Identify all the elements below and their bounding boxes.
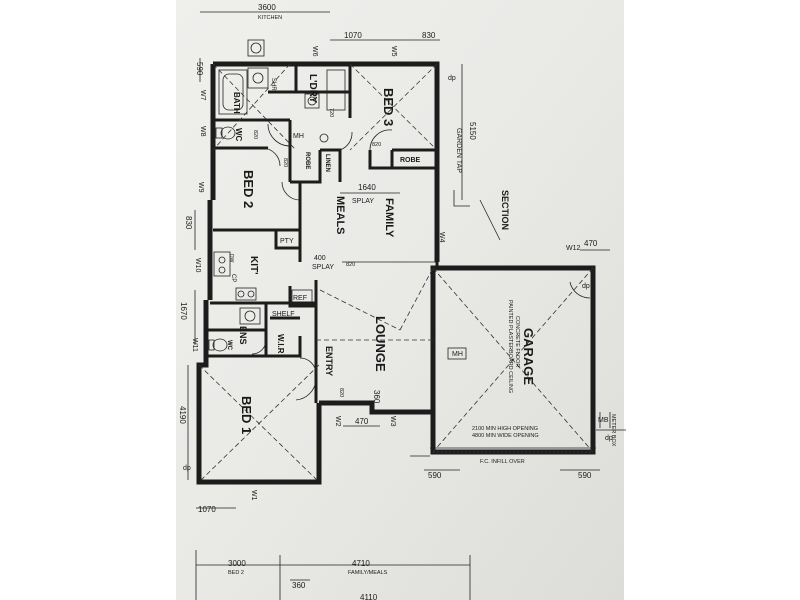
door-820-c: 820 xyxy=(338,388,344,397)
dim-1670: 1670 xyxy=(179,302,188,320)
dim-400: 400 xyxy=(314,255,326,262)
note-section: SECTION xyxy=(500,190,510,230)
room-entry: ENTRY xyxy=(324,346,334,376)
door-820-a: 820 xyxy=(372,142,381,148)
window-w2: W2 xyxy=(334,416,341,427)
room-bed3: BED 3 xyxy=(381,88,396,126)
window-tags: W1 W2 W3 W4 W5 W6 W7 W8 W9 W10 W11 W12 xyxy=(191,46,581,501)
room-wir: W.I.R xyxy=(276,334,285,354)
note-splay1: SPLAY xyxy=(352,198,374,205)
room-robe1: ROBE xyxy=(304,152,310,169)
next-plan-fragment xyxy=(195,550,471,600)
dim-3600: 3600 xyxy=(258,3,276,12)
room-wc2: WC xyxy=(226,340,232,351)
room-lounge: LOUNGE xyxy=(373,316,388,372)
door-820-d: 820 xyxy=(346,262,355,268)
room-kit: KIT' xyxy=(248,256,259,275)
exterior-walls xyxy=(196,61,596,485)
dim-360-bottom: 360 xyxy=(292,581,306,590)
window-w4: W4 xyxy=(438,232,445,243)
note-dp2: dp xyxy=(582,283,590,290)
dimension-labels: 3600 1070 830 590 5150 1640 830 400 470 … xyxy=(178,3,598,600)
dim-830-left: 830 xyxy=(184,216,193,230)
note-bottom-bed2: BED 2 xyxy=(228,570,244,576)
roof-hip-lines xyxy=(198,63,594,483)
window-w11: W11 xyxy=(191,338,198,352)
room-bed2: BED 2 xyxy=(241,170,256,208)
note-garage-floor: CONCRETE FLOOR xyxy=(514,316,520,367)
note-mb: MB xyxy=(598,417,609,424)
note-dp4: dp xyxy=(605,435,613,442)
garage-hatch xyxy=(410,412,626,457)
door-820-e: 820 xyxy=(252,130,258,139)
note-dp1: dp xyxy=(448,75,456,82)
dim-470-right: 470 xyxy=(584,239,598,248)
note-meter: METER BOX xyxy=(610,414,616,447)
note-opening2: 4800 MIN WIDE OPENING xyxy=(472,433,539,439)
dim-590-b: 590 xyxy=(578,471,592,480)
window-w5: W5 xyxy=(390,46,397,57)
window-w6: W6 xyxy=(311,46,318,57)
plan-notes: SPLAY SPLAY SECTION GARDEN TAP CONCRETE … xyxy=(183,15,616,576)
window-w7: W7 xyxy=(199,90,206,101)
note-garage-ceiling: PAINTED PLASTERBOARD CEILING xyxy=(507,300,513,393)
room-wc1: WC xyxy=(234,128,243,142)
note-opening1: 2100 MIN HIGH OPENING xyxy=(472,426,538,432)
dim-1640: 1640 xyxy=(358,183,376,192)
window-w1: W1 xyxy=(250,490,257,501)
room-linen: LINEN xyxy=(324,154,330,172)
room-pty: PTY xyxy=(280,238,294,245)
dim-470-bottom: 470 xyxy=(355,417,369,426)
room-mh1: MH xyxy=(293,133,304,140)
dim-3000: 3000 xyxy=(228,559,246,568)
window-w10: W10 xyxy=(194,258,201,273)
dim-590-left: 590 xyxy=(195,62,204,76)
note-infill: F.C. INFILL OVER xyxy=(480,459,525,465)
label-dw: DW xyxy=(228,254,234,263)
note-splay2: SPLAY xyxy=(312,264,334,271)
door-720: 720 xyxy=(328,108,334,117)
label-shr: SHR xyxy=(270,78,276,91)
note-top-kitchen: KITCHEN xyxy=(258,15,282,21)
room-shelf: SHELF xyxy=(272,311,295,318)
dim-590-a: 590 xyxy=(428,471,442,480)
note-dp3: dp xyxy=(183,465,191,472)
note-bottom-family: FAMILY/MEALS xyxy=(348,570,388,576)
dim-360: 360 xyxy=(372,390,381,404)
dimension-lines xyxy=(187,11,610,566)
room-garage: GARAGE xyxy=(521,328,536,385)
dim-4710: 4710 xyxy=(352,559,370,568)
dim-4190: 4190 xyxy=(178,406,187,424)
room-ldry: L'DRY xyxy=(307,74,318,104)
note-garden-tap: GARDEN TAP xyxy=(455,128,462,173)
room-bath: BATH xyxy=(232,92,241,114)
label-cp: CP xyxy=(230,274,236,282)
interior-walls xyxy=(208,64,437,403)
room-bed1: BED 1 xyxy=(239,396,254,434)
window-w12: W12 xyxy=(566,245,581,252)
window-w3: W3 xyxy=(389,416,396,427)
room-labels: BATH L'DRY BED 3 WC MH LINEN ROBE ROBE B… xyxy=(226,74,536,434)
dim-830-top: 830 xyxy=(422,31,436,40)
dim-5150: 5150 xyxy=(468,122,477,140)
window-w8: W8 xyxy=(199,126,206,137)
room-robe2: ROBE xyxy=(400,157,421,164)
room-ens: ENS xyxy=(238,326,248,345)
window-w9: W9 xyxy=(197,182,204,193)
dim-1070-bottom: 1070 xyxy=(198,505,216,514)
fixtures xyxy=(208,39,346,352)
room-mh2: MH xyxy=(452,351,463,358)
dim-4110: 4110 xyxy=(360,593,378,600)
room-meals: MEALS xyxy=(334,196,346,235)
door-swings xyxy=(251,123,591,401)
door-820-b: 820 xyxy=(282,158,288,167)
dim-1070-top: 1070 xyxy=(344,31,362,40)
room-family: FAMILY xyxy=(383,198,395,238)
room-ref: REF xyxy=(293,295,307,302)
